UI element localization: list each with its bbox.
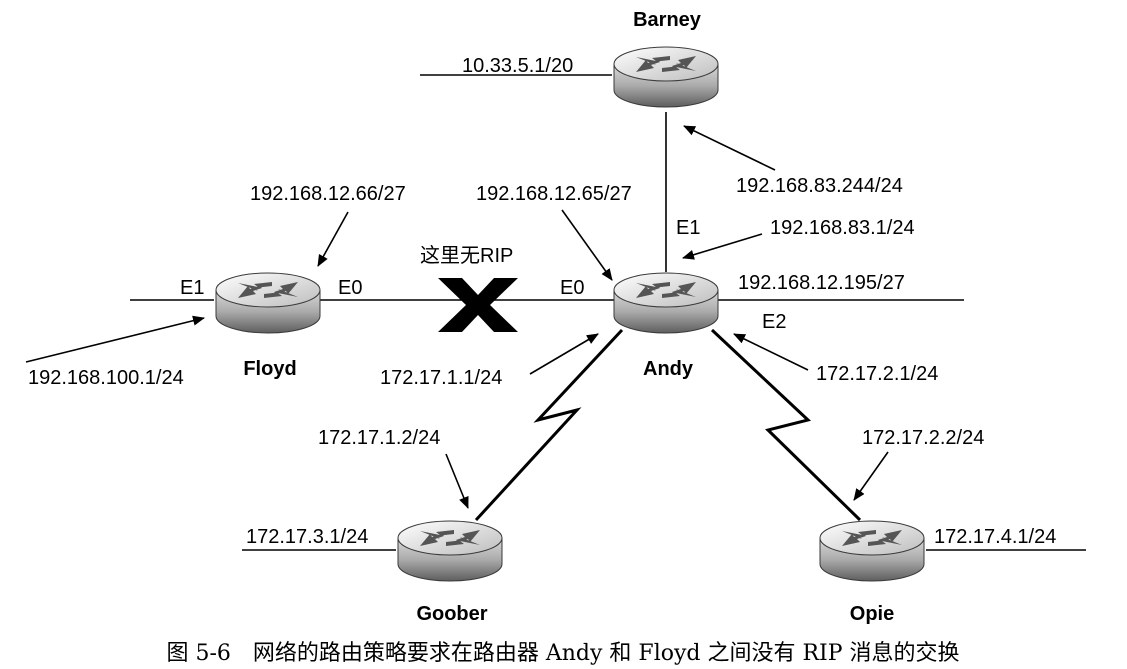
router-andy-icon bbox=[613, 272, 719, 334]
floyd-e1-port-label: E1 bbox=[180, 277, 204, 299]
arrow-andy-e0 bbox=[561, 209, 613, 281]
barney-lan-ip-label: 10.33.5.1/20 bbox=[462, 55, 573, 77]
serial-andy-goober bbox=[474, 328, 624, 522]
floyd-e1-ip-label: 192.168.100.1/24 bbox=[28, 367, 184, 389]
barney-link-ip-label: 192.168.83.244/24 bbox=[736, 175, 903, 197]
arrow-opie-serial bbox=[853, 451, 889, 501]
router-floyd-icon bbox=[215, 272, 321, 334]
arrow-floyd-e1 bbox=[25, 315, 205, 363]
andy-e2-ip-label: 172.17.2.1/24 bbox=[816, 363, 938, 385]
floyd-e0-port-label: E0 bbox=[338, 277, 362, 299]
router-name-barney: Barney bbox=[633, 9, 702, 31]
andy-serial1-ip-label: 172.17.1.1/24 bbox=[380, 367, 502, 389]
andy-e0-port-label: E0 bbox=[560, 277, 584, 299]
router-goober-icon bbox=[397, 520, 503, 582]
floyd-e0-ip-label: 192.168.12.66/27 bbox=[250, 183, 406, 205]
andy-e0-ip-label: 192.168.12.65/27 bbox=[476, 183, 632, 205]
opie-lan-ip-label: 172.17.4.1/24 bbox=[934, 526, 1056, 548]
andy-e2-port-label: E2 bbox=[762, 311, 786, 333]
arrow-floyd-e0 bbox=[317, 211, 349, 267]
no-rip-label: 这里无RIP bbox=[420, 244, 513, 267]
andy-lan-ip-label: 192.168.12.195/27 bbox=[738, 272, 905, 294]
goober-serial-ip-label: 172.17.1.2/24 bbox=[318, 427, 440, 449]
router-barney-icon bbox=[613, 46, 719, 108]
serial-andy-opie bbox=[710, 328, 862, 522]
router-opie-icon bbox=[819, 520, 925, 582]
arrow-andy-e2 bbox=[733, 333, 809, 371]
andy-e1-ip-label: 192.168.83.1/24 bbox=[770, 217, 915, 239]
router-name-opie: Opie bbox=[850, 603, 894, 625]
arrow-barney-link bbox=[683, 125, 776, 171]
arrow-andy-e1 bbox=[682, 233, 763, 260]
arrow-goober-serial bbox=[445, 453, 469, 509]
andy-e1-port-label: E1 bbox=[676, 217, 700, 239]
goober-lan-ip-label: 172.17.3.1/24 bbox=[246, 526, 368, 548]
arrow-andy-serial1 bbox=[529, 333, 599, 375]
figure-caption: 图 5-6 网络的路由策略要求在路由器 Andy 和 Floyd 之间没有 RI… bbox=[166, 641, 959, 666]
no-rip-x-mark bbox=[438, 278, 518, 332]
opie-serial-ip-label: 172.17.2.2/24 bbox=[862, 427, 984, 449]
router-name-goober: Goober bbox=[416, 603, 487, 625]
router-name-floyd: Floyd bbox=[243, 358, 296, 380]
router-name-andy: Andy bbox=[643, 358, 694, 380]
